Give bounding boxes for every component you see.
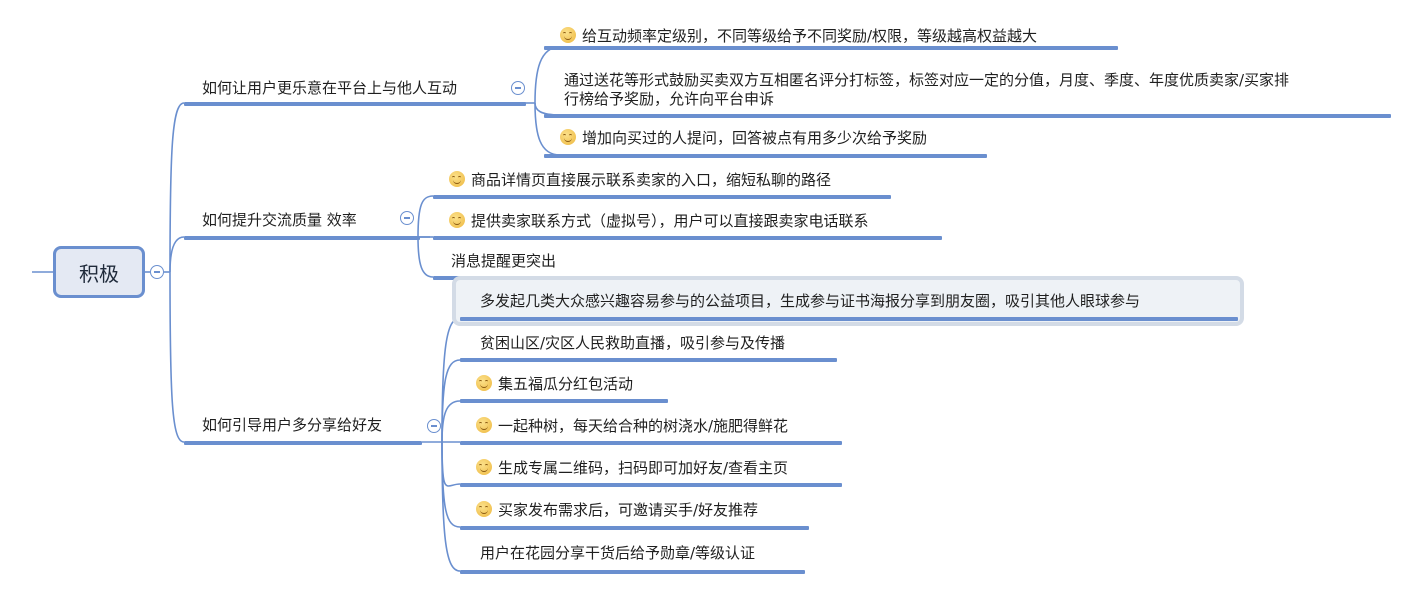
leaf-label-line2: 行榜给予奖励，允许向平台申诉 <box>564 90 775 108</box>
smile-emoji-icon <box>560 129 576 145</box>
branch-2-collapse-button[interactable] <box>400 211 414 225</box>
leaf-node[interactable]: 增加向买过的人提问，回答被点有用多少次给予奖励 <box>544 128 987 158</box>
leaf-underline <box>460 483 842 487</box>
branch-label: 如何提升交流质量 效率 <box>202 211 357 229</box>
leaf-underline <box>460 358 837 362</box>
smile-emoji-icon <box>476 501 492 517</box>
smile-emoji-icon <box>449 212 465 228</box>
leaf-underline <box>460 441 842 445</box>
smile-emoji-icon <box>476 417 492 433</box>
leaf-underline <box>433 236 942 240</box>
branch-label: 如何让用户更乐意在平台上与他人互动 <box>202 79 458 97</box>
leaf-label: 用户在花园分享干货后给予勋章/等级认证 <box>480 544 756 562</box>
leaf-underline <box>460 570 805 574</box>
leaf-node[interactable]: 商品详情页直接展示联系卖家的入口，缩短私聊的路径 <box>433 170 891 199</box>
leaf-node[interactable]: 提供卖家联系方式（虚拟号），用户可以直接跟卖家电话联系 <box>433 211 942 240</box>
branch-3-collapse-button[interactable] <box>427 419 441 433</box>
leaf-underline <box>544 46 1118 50</box>
leaf-underline <box>544 154 987 158</box>
leaf-underline <box>433 195 891 199</box>
leaf-node[interactable]: 通过送花等形式鼓励买卖双方互相匿名评分打标签，标签对应一定的分值，月度、季度、年… <box>544 70 1391 118</box>
leaf-label: 多发起几类大众感兴趣容易参与的公益项目，生成参与证书海报分享到朋友圈，吸引其他人… <box>480 292 1141 310</box>
leaf-node[interactable]: 用户在花园分享干货后给予勋章/等级认证 <box>460 543 805 574</box>
leaf-label: 消息提醒更突出 <box>451 252 557 270</box>
leaf-underline <box>460 317 1238 321</box>
leaf-node[interactable]: 贫困山区/灾区人民救助直播，吸引参与及传播 <box>460 333 837 362</box>
leaf-node[interactable]: 买家发布需求后，可邀请买手/好友推荐 <box>460 500 809 530</box>
root-label: 积极 <box>79 261 119 286</box>
leaf-node[interactable]: 一起种树，每天给合种的树浇水/施肥得鲜花 <box>460 416 842 445</box>
branch-node-efficiency[interactable]: 如何提升交流质量 效率 <box>184 210 420 240</box>
smile-emoji-icon <box>476 459 492 475</box>
smile-emoji-icon <box>449 171 465 187</box>
branch-underline <box>184 102 526 106</box>
leaf-label: 贫困山区/灾区人民救助直播，吸引参与及传播 <box>480 334 786 352</box>
leaf-node[interactable]: 给互动频率定级别，不同等级给予不同奖励/权限，等级越高权益越大 <box>544 26 1118 50</box>
branch-underline <box>184 236 420 240</box>
branch-node-interaction[interactable]: 如何让用户更乐意在平台上与他人互动 <box>184 78 526 106</box>
leaf-node[interactable]: 集五福瓜分红包活动 <box>460 374 668 403</box>
leaf-node[interactable]: 生成专属二维码，扫码即可加好友/查看主页 <box>460 458 842 487</box>
leaf-underline <box>460 399 668 403</box>
leaf-node-selected[interactable]: 多发起几类大众感兴趣容易参与的公益项目，生成参与证书海报分享到朋友圈，吸引其他人… <box>460 291 1238 321</box>
branch-label: 如何引导用户多分享给好友 <box>202 416 383 434</box>
root-collapse-button[interactable] <box>150 265 164 279</box>
leaf-underline <box>460 526 809 530</box>
smile-emoji-icon <box>476 375 492 391</box>
smile-emoji-icon <box>560 27 576 43</box>
root-node[interactable]: 积极 <box>53 246 145 298</box>
branch-node-sharing[interactable]: 如何引导用户多分享给好友 <box>184 415 422 445</box>
branch-underline <box>184 441 422 445</box>
branch-1-collapse-button[interactable] <box>511 81 525 95</box>
leaf-label-line1: 通过送花等形式鼓励买卖双方互相匿名评分打标签，标签对应一定的分值，月度、季度、年… <box>564 71 1290 89</box>
leaf-underline <box>544 114 1391 118</box>
